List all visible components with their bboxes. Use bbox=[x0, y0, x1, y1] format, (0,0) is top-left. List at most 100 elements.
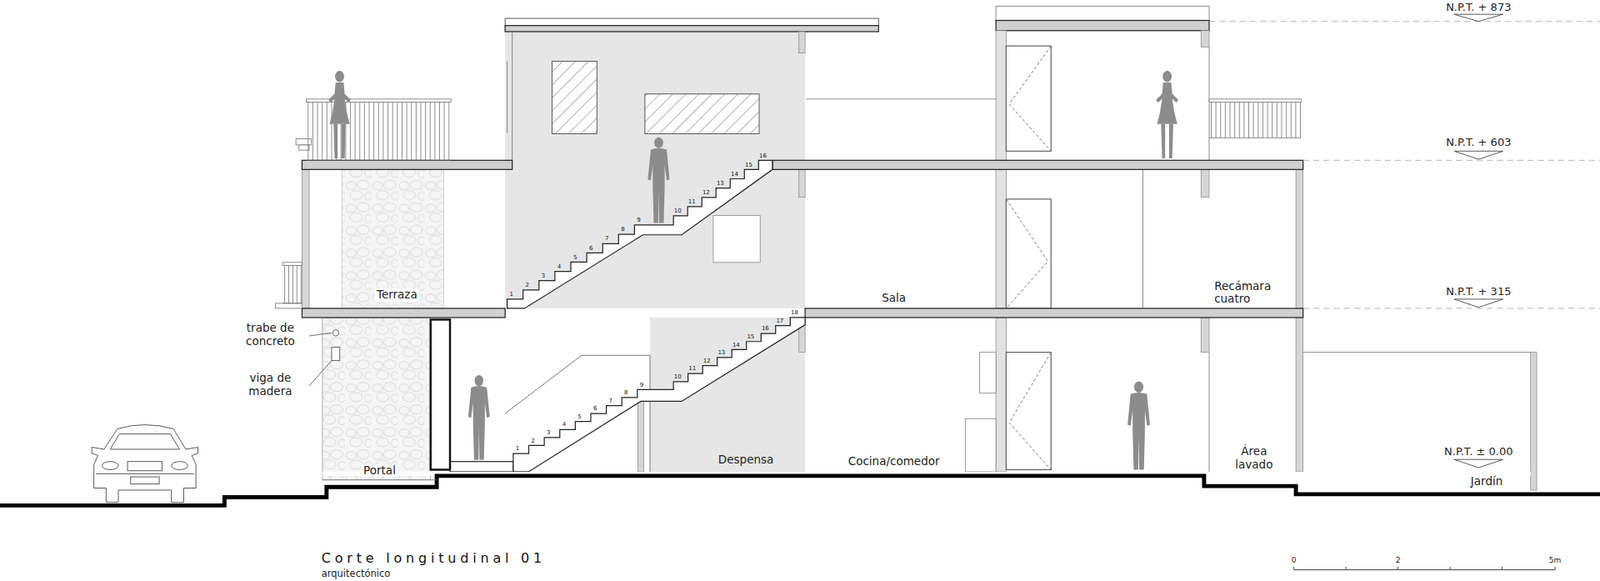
part-callout: trabe de concreto bbox=[236, 321, 305, 348]
column bbox=[430, 319, 450, 470]
level-marker bbox=[1454, 14, 1504, 22]
floor-slab bbox=[772, 160, 1304, 170]
drawing-title: Corte longitudinal 01 bbox=[321, 550, 546, 566]
room-name: Área lavado bbox=[1225, 445, 1283, 471]
railing bbox=[1209, 101, 1301, 138]
stairwell-ground bbox=[505, 31, 805, 472]
step-number: 5 bbox=[577, 414, 581, 420]
door bbox=[1005, 352, 1051, 470]
scale-number: 5m bbox=[1549, 555, 1562, 565]
step-number: 14 bbox=[730, 171, 739, 178]
step-number: 5 bbox=[573, 255, 577, 261]
roof-slab bbox=[995, 5, 1210, 20]
level-label: N.P.T. + 315 bbox=[1445, 285, 1511, 299]
wall bbox=[301, 169, 310, 309]
part-callout: viga de madera bbox=[236, 371, 305, 398]
step-number: 12 bbox=[702, 190, 710, 196]
level-label: N.P.T. ± 0.00 bbox=[1444, 445, 1513, 459]
leader-line bbox=[332, 330, 339, 336]
step-number: 11 bbox=[688, 365, 696, 372]
railing bbox=[282, 99, 1301, 304]
step-number: 17 bbox=[775, 318, 784, 325]
step-number: 3 bbox=[546, 430, 550, 436]
door bbox=[1005, 199, 1048, 309]
window bbox=[551, 60, 597, 134]
step-number: 9 bbox=[636, 217, 640, 224]
wall bbox=[799, 31, 805, 54]
room-name: Despensa bbox=[718, 453, 774, 467]
step-number: 16 bbox=[759, 153, 767, 160]
kitchen-counter bbox=[980, 352, 997, 394]
cornice bbox=[275, 303, 303, 309]
roof-slab bbox=[505, 18, 879, 26]
thin-line bbox=[1209, 46, 1210, 160]
level-marker bbox=[1209, 14, 1600, 468]
step-number: 7 bbox=[605, 235, 609, 242]
level-marker bbox=[1209, 21, 1600, 309]
scale-bar bbox=[1294, 566, 1555, 570]
thin-line bbox=[1209, 352, 1210, 472]
floor-slab bbox=[301, 308, 505, 318]
step-number: 16 bbox=[761, 325, 770, 332]
kitchen-counter bbox=[965, 352, 996, 472]
window bbox=[645, 94, 760, 135]
stone-wall bbox=[322, 169, 445, 480]
railing bbox=[305, 99, 451, 103]
wall bbox=[1200, 317, 1210, 353]
car bbox=[101, 461, 119, 470]
roof-slab bbox=[505, 25, 879, 32]
step-number: 1 bbox=[509, 291, 513, 298]
stairwell-ground bbox=[505, 31, 805, 309]
wall bbox=[637, 394, 644, 472]
car bbox=[91, 425, 198, 503]
scale-number: 2 bbox=[1395, 555, 1401, 565]
car bbox=[171, 461, 189, 470]
step-number: 3 bbox=[541, 273, 545, 280]
step-number: 10 bbox=[674, 374, 682, 380]
room-name: Recámara cuatro bbox=[1214, 280, 1282, 306]
step-number: 2 bbox=[525, 282, 530, 289]
wall bbox=[1295, 169, 1304, 309]
floor-slab bbox=[301, 160, 512, 170]
roof-slab bbox=[995, 20, 1210, 30]
wall bbox=[799, 169, 805, 197]
room-name: Sala bbox=[881, 291, 906, 305]
stair bbox=[507, 160, 773, 309]
step-number: 14 bbox=[732, 342, 740, 349]
step-number: 2 bbox=[530, 438, 535, 445]
step-number: 15 bbox=[746, 334, 755, 340]
human-figure bbox=[1127, 381, 1150, 470]
wall bbox=[1200, 30, 1210, 48]
step-number: 18 bbox=[790, 310, 799, 316]
wall bbox=[301, 30, 1537, 490]
step-number: 13 bbox=[717, 350, 725, 356]
wall bbox=[1530, 352, 1537, 490]
level-marker bbox=[1454, 299, 1504, 308]
human-figure bbox=[647, 137, 670, 224]
level-label: N.P.T. + 603 bbox=[1445, 136, 1511, 150]
wall bbox=[1295, 317, 1304, 472]
door bbox=[1005, 199, 1051, 309]
floor-slab bbox=[805, 308, 1304, 318]
thin-line bbox=[805, 98, 996, 100]
floor-slab bbox=[301, 160, 1303, 318]
car bbox=[127, 461, 163, 471]
thin-line bbox=[506, 60, 508, 133]
car bbox=[95, 473, 195, 475]
room-name: Portal bbox=[361, 464, 398, 478]
cornice bbox=[275, 139, 312, 309]
cornice bbox=[299, 145, 310, 150]
scale-bar bbox=[1294, 566, 1555, 570]
door bbox=[1005, 45, 1051, 470]
leader-line bbox=[309, 330, 340, 386]
step-number: 8 bbox=[624, 390, 628, 396]
cornice bbox=[295, 139, 311, 145]
door bbox=[1009, 352, 1051, 470]
step-number: 4 bbox=[562, 421, 566, 428]
railing bbox=[1209, 99, 1301, 103]
railing bbox=[305, 101, 451, 160]
room-name: Terraza bbox=[375, 288, 420, 302]
door bbox=[1005, 45, 1051, 151]
level-label: N.P.T. + 873 bbox=[1445, 1, 1511, 15]
